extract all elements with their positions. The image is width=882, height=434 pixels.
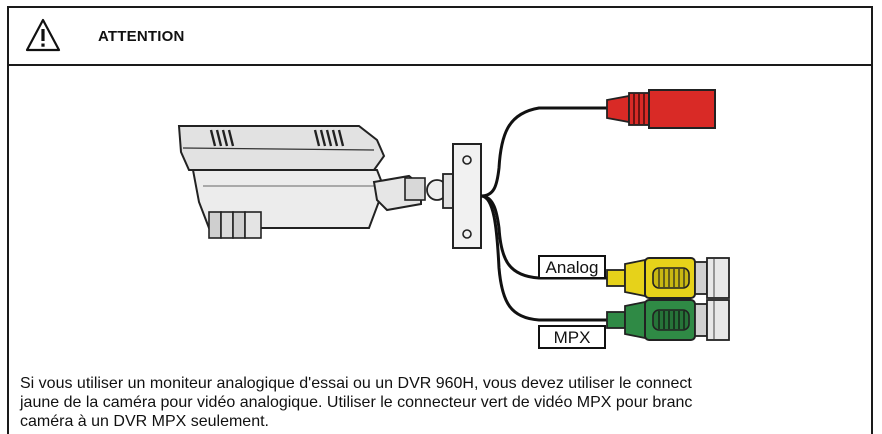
red-power-connector [606, 89, 716, 129]
warning-triangle-icon [25, 18, 61, 52]
analog-label-text: Analog [546, 258, 599, 277]
bullet-camera [177, 125, 482, 249]
green-mpx-connector [606, 299, 730, 341]
notice-header: ATTENTION [9, 8, 871, 66]
mpx-label: MPX [538, 325, 606, 349]
mpx-label-text: MPX [554, 328, 591, 347]
notice-body: Si vous utiliser un moniteur analogique … [20, 374, 871, 431]
notice-body-line: jaune de la caméra pour vidéo analogique… [20, 394, 693, 411]
yellow-analog-connector [606, 257, 730, 299]
notice-body-line: Si vous utiliser un moniteur analogique … [20, 375, 692, 392]
notice-title: ATTENTION [98, 28, 185, 45]
camera-connector-illustration: Analog MPX [177, 89, 730, 349]
attention-notice: ATTENTION [7, 6, 873, 434]
notice-body-line: caméra à un DVR MPX seulement. [20, 413, 269, 430]
connector-cables [480, 106, 614, 322]
analog-label: Analog [538, 255, 606, 279]
